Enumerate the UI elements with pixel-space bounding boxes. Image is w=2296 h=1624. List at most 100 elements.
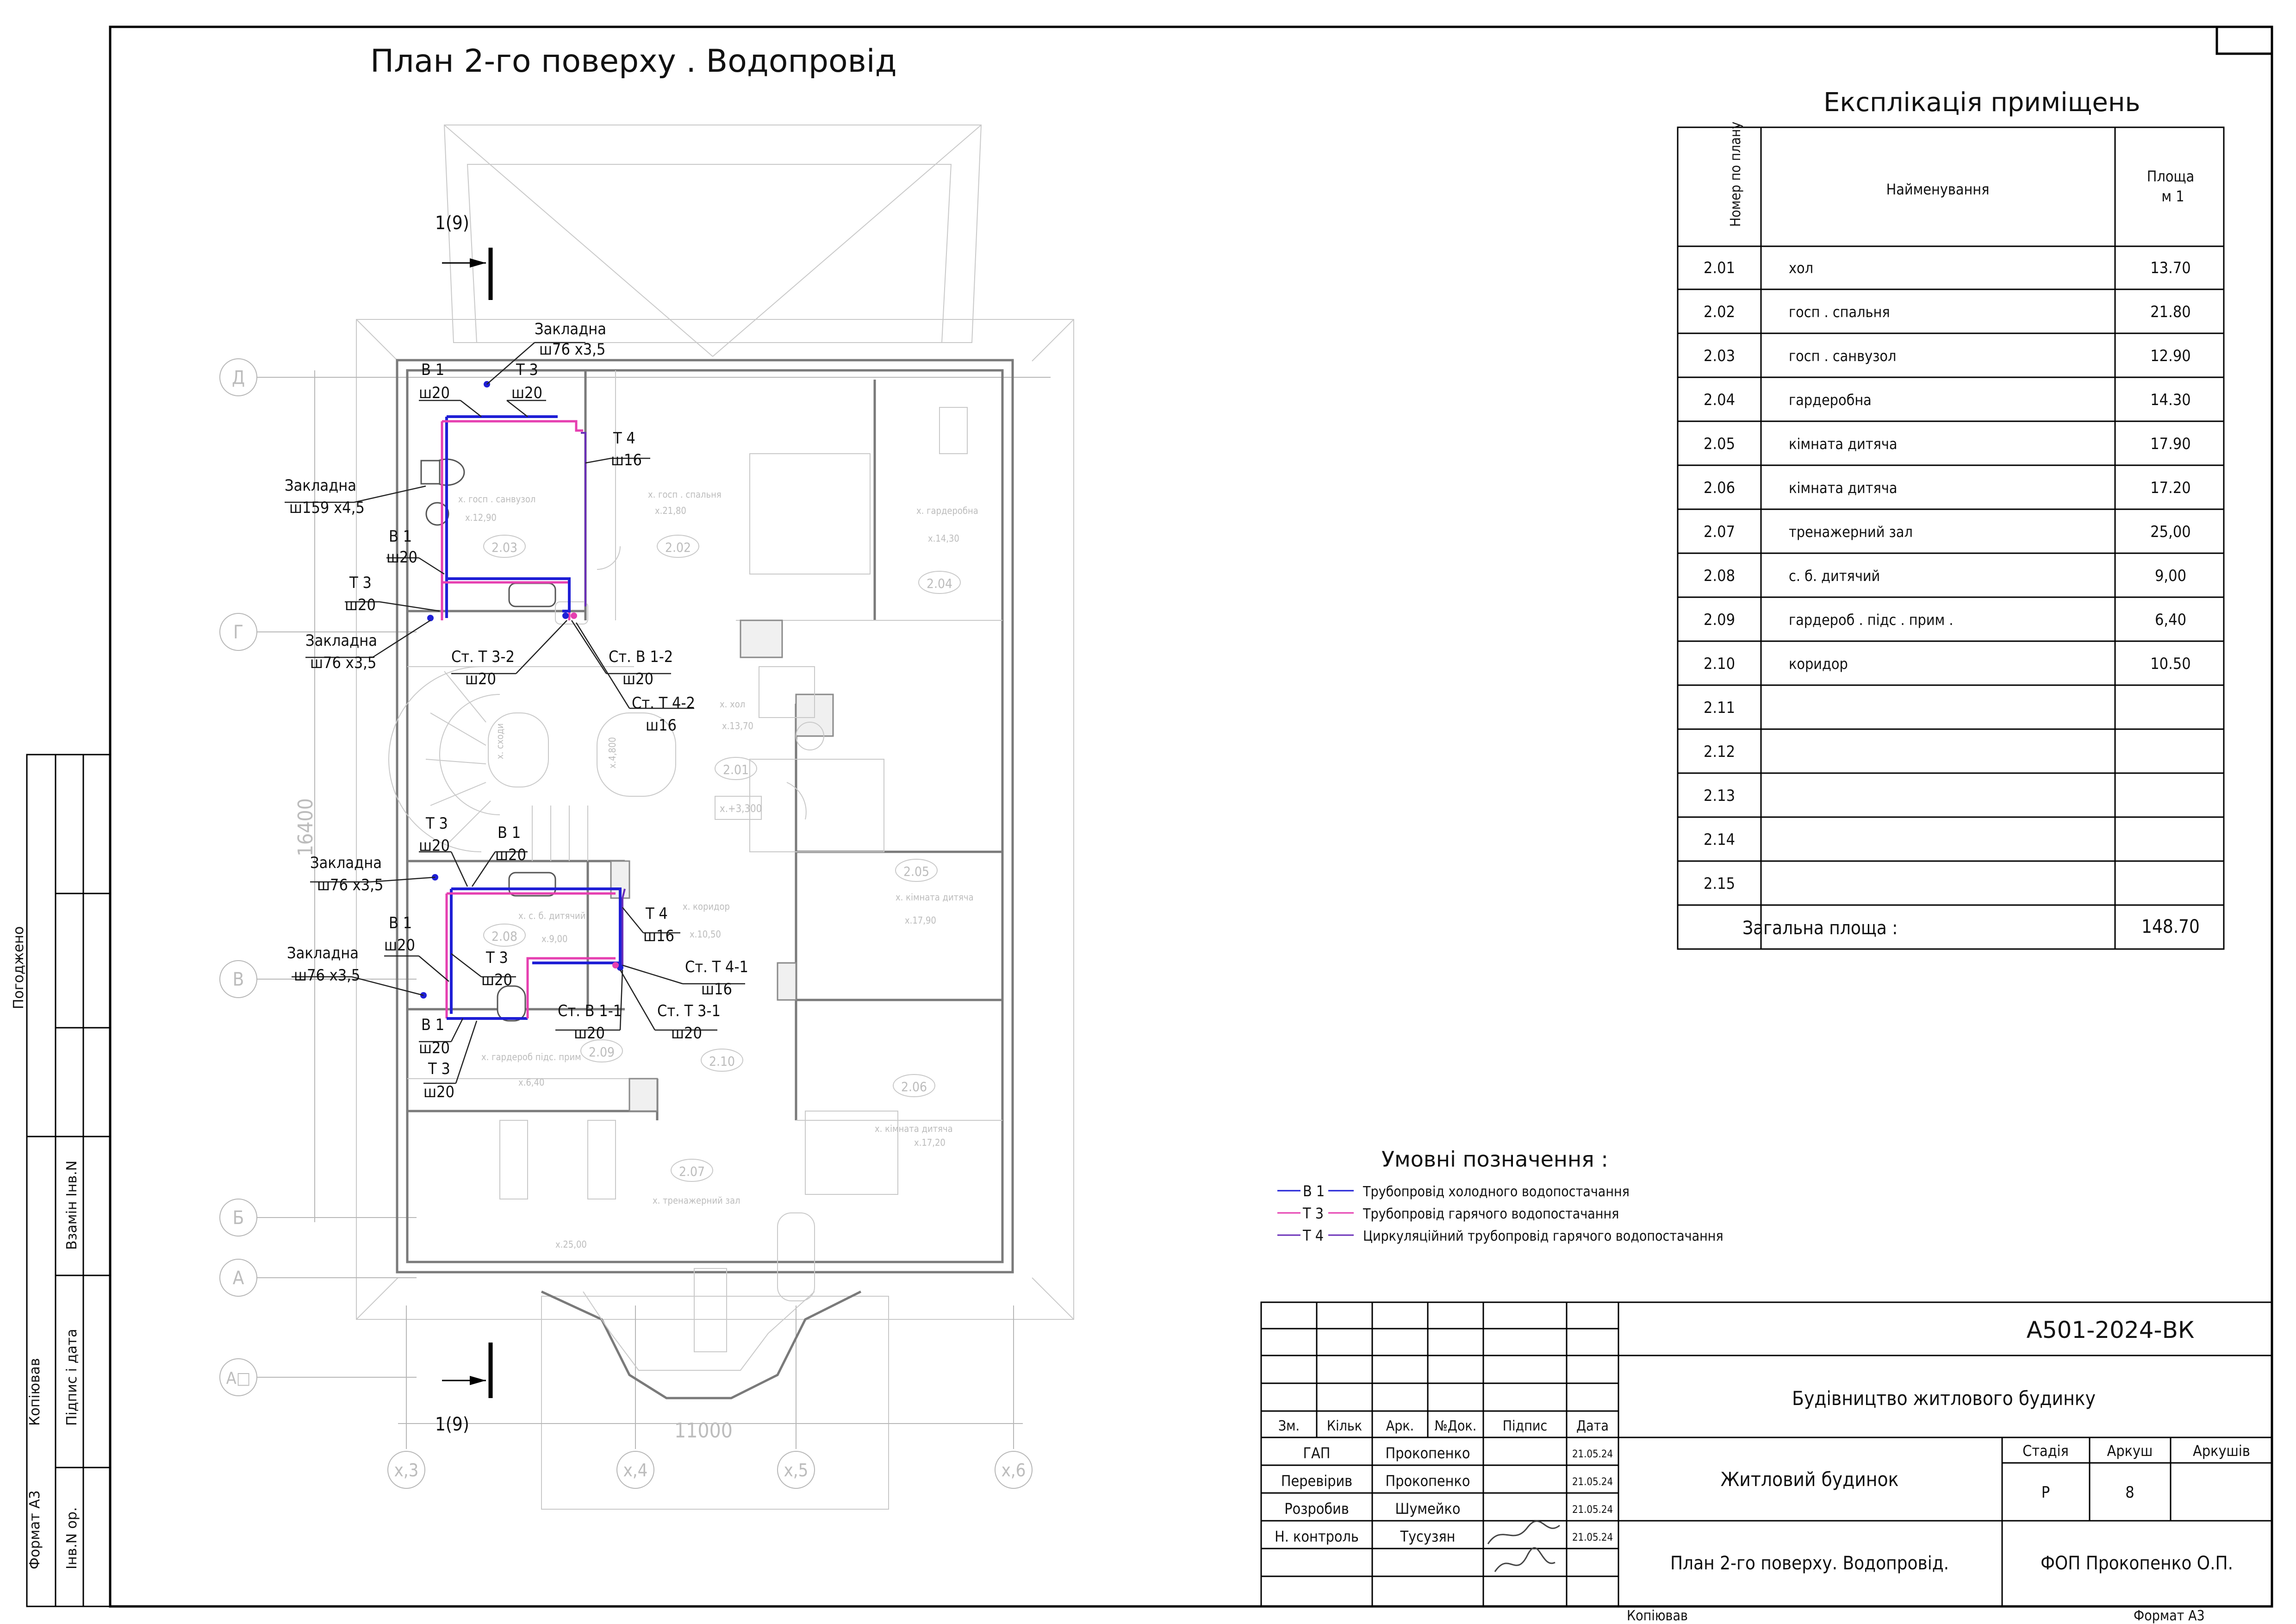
header-area-1: Площа: [2147, 168, 2194, 185]
room-num: 2.08: [492, 929, 517, 944]
axis-col-3: х,5: [784, 1460, 809, 1480]
ann-zakl-d: Закладна: [287, 944, 359, 962]
tb-col-zm: Зм.: [1278, 1418, 1300, 1434]
ann-st-b1-1-d: ш20: [574, 1024, 605, 1043]
ann-b1-a: В 1: [421, 361, 444, 379]
signature-shumeiko: [1487, 1520, 1560, 1544]
explication-table: Експлікація приміщень Номер по плану Най…: [1677, 87, 2225, 950]
ann-zakl-top-size: ш76 х3,5: [539, 340, 605, 359]
floor-elevation: х.+3,300: [720, 803, 762, 815]
drawing-title: План 2-го поверху . Водопровід: [370, 43, 897, 80]
leader-lines: [285, 342, 745, 1084]
room-area: х.9,00: [541, 933, 567, 944]
explication-row-num: 2.15: [1704, 874, 1735, 893]
explication-row-area: 17.20: [2150, 479, 2191, 497]
room-labels: 2.03 х. госп . санвузол х.12,90 2.02 х. …: [458, 489, 978, 1250]
room-name: х. гардероб підс. прим: [481, 1051, 581, 1062]
axis-row-1: Д: [232, 367, 245, 388]
tb-col-ark: Арк.: [1386, 1418, 1414, 1434]
pipe-annotations: Закладна ш76 х3,5 В 1 ш20 Т 3 ш20 Т 4 ш1…: [285, 320, 748, 1101]
explication-row-num: 2.08: [1704, 567, 1735, 585]
tb-person-role: Розробив: [1284, 1500, 1349, 1518]
tb-col-kilk: Кільк: [1327, 1418, 1362, 1434]
explication-row-num: 2.05: [1704, 435, 1735, 453]
explication-row-num: 2.01: [1704, 259, 1735, 277]
axis-row-6: А□: [226, 1369, 251, 1388]
ann-t3-b: Т 3: [349, 574, 372, 592]
stair-label: х. сходи: [494, 723, 505, 759]
side-replace-inv: Взамін Інв.N: [64, 1161, 80, 1250]
explication-row-area: 10.50: [2150, 655, 2191, 673]
tb-person-date: 21.05.24: [1572, 1504, 1613, 1516]
tb-person-name: Прокопенко: [1386, 1472, 1470, 1490]
explication-row-area: 13.70: [2150, 259, 2191, 277]
section-label-top: 1(9): [435, 212, 469, 234]
ann-st-t3-1: Ст. Т 3-1: [657, 1002, 721, 1020]
explication-row-name: хол: [1789, 259, 1813, 277]
ann-st-b1-1: Ст. В 1-1: [558, 1002, 622, 1020]
ann-b1-b-d: ш20: [386, 548, 417, 567]
explication-row-area: 9,00: [2155, 567, 2186, 585]
ann-t3-d-d: ш20: [481, 971, 512, 989]
room-name: х. коридор: [683, 901, 730, 912]
room-num: 2.05: [903, 864, 929, 879]
ann-t3-a: Т 3: [516, 361, 538, 379]
tb-stage: Р: [2041, 1483, 2050, 1502]
explication-row-name: гардероб . підс . прим .: [1789, 611, 1954, 629]
room-name: х. гардеробна: [916, 505, 978, 516]
tb-person-name: Прокопенко: [1386, 1444, 1470, 1462]
side-stamp: Погоджено Взамін Інв.N Підпис і дата Інв…: [11, 754, 111, 1607]
explication-row-num: 2.02: [1704, 303, 1735, 321]
explication-row-num: 2.06: [1704, 479, 1735, 497]
explication-row-num: 2.13: [1704, 787, 1735, 805]
tb-person-name: Тусузян: [1400, 1528, 1456, 1545]
explication-row-num: 2.03: [1704, 347, 1735, 365]
side-format: Формат А3: [27, 1490, 43, 1569]
explication-row-area: 12.90: [2150, 347, 2191, 365]
tb-company: ФОП Прокопенко О.П.: [2041, 1553, 2233, 1574]
side-approved: Погоджено: [11, 926, 27, 1009]
explication-row-num: 2.09: [1704, 611, 1735, 629]
ann-t4-c: Т 4: [645, 905, 668, 923]
room-num: 2.07: [679, 1164, 705, 1179]
explication-row-name: с. б. дитячий: [1789, 567, 1880, 585]
roof-outline: [356, 125, 1074, 1510]
section-label-bottom: 1(9): [435, 1414, 469, 1435]
ann-zakl-top: Закладна: [535, 320, 606, 338]
legend-code-t3: Т 3: [1302, 1205, 1324, 1222]
explication-row-num: 2.12: [1704, 743, 1735, 761]
room-num: 2.01: [723, 762, 749, 777]
legend-text-t3: Трубопровід гарячого водопостачання: [1363, 1206, 1619, 1222]
room-area: х.14,30: [928, 533, 959, 544]
explication-row-num: 2.04: [1704, 391, 1735, 409]
axis-col-2: х,4: [623, 1460, 648, 1480]
grid-axes: Д Г В Б А А□ х,3 х,4 х,5 х,6 11000 16400: [219, 358, 1051, 1489]
ann-zakl-g: Закладна: [305, 631, 377, 650]
tb-person-name: Шумейко: [1395, 1500, 1461, 1518]
room-area: х.21,80: [655, 505, 686, 516]
explication-row-num: 2.14: [1704, 831, 1735, 849]
pipelines: [420, 381, 626, 1020]
tb-project: Будівництво житлового будинку: [1792, 1387, 2096, 1410]
ann-st-t4-1: Ст. Т 4-1: [685, 958, 748, 976]
explication-row-area: 17.90: [2150, 435, 2191, 453]
room-area: х.17,20: [914, 1137, 946, 1148]
tb-person-role: ГАП: [1303, 1444, 1331, 1462]
explication-row-num: 2.10: [1704, 655, 1735, 673]
room-name: х. хол: [720, 699, 745, 710]
stair-level: х.4,800: [607, 737, 618, 768]
tb-object: Житловий будинок: [1721, 1468, 1899, 1491]
explication-row-name: кімната дитяча: [1789, 435, 1897, 453]
room-name: х. с. б. дитячий: [518, 910, 585, 921]
side-copied: Копіював: [27, 1358, 43, 1426]
ann-t4-a: Т 4: [613, 429, 635, 448]
axis-row-4: Б: [233, 1207, 244, 1229]
tb-code: А501-2024-ВК: [2027, 1317, 2195, 1343]
ann-st-b1-2-d: ш20: [622, 670, 653, 688]
ann-t3-a-d: ш20: [511, 384, 542, 402]
room-num: 2.02: [665, 540, 691, 555]
axis-row-2: Г: [233, 622, 243, 643]
explication-row-num: 2.07: [1704, 523, 1735, 541]
